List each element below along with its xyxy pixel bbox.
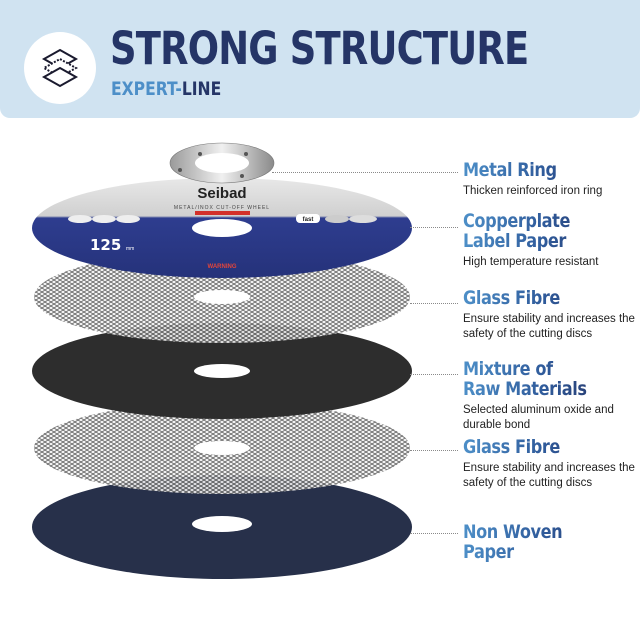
disc-badge: fast: [303, 217, 314, 223]
layer-label-metal-ring: Metal Ring Thicken reinforced iron ring: [463, 160, 638, 199]
subtitle-part2: LINE: [181, 78, 222, 100]
layer-title-line2: Label Paper: [463, 231, 612, 251]
layer-description: Ensure stability and increases the safet…: [463, 462, 635, 489]
layer-label-non-woven: Non Woven Paper: [463, 522, 638, 562]
disc-raw-materials: [32, 323, 412, 419]
disc-brand: Seibad: [197, 185, 246, 202]
layer-label-copperplate: Copperplate Label Paper High temperature…: [463, 211, 638, 270]
disc-metal-ring: [169, 142, 275, 184]
leader-line: [410, 303, 458, 304]
header-banner: STRONG STRUCTURE EXPERT-LINE: [0, 0, 640, 118]
leader-line: [410, 227, 458, 228]
disc-warning: WARNING: [208, 264, 237, 270]
layers-icon: [41, 48, 79, 88]
leader-line: [410, 533, 458, 534]
layer-label-glass-fibre-1: Glass Fibre Ensure stability and increas…: [463, 288, 638, 342]
layer-title: Glass Fibre: [463, 288, 612, 308]
leader-line: [410, 374, 458, 375]
disc-copperplate-label: Seibad METAL/INOX CUT-OFF WHEEL 125 mm W…: [32, 178, 412, 278]
layer-title-line2: Paper: [463, 542, 612, 562]
layer-title-line2: Raw Materials: [463, 379, 612, 399]
subtitle-part1: EXPERT-: [111, 78, 182, 100]
layer-title: Metal Ring: [463, 160, 612, 180]
layer-description: Ensure stability and increases the safet…: [463, 313, 635, 340]
disc-type: METAL/INOX CUT-OFF WHEEL: [174, 205, 270, 211]
leader-line: [272, 172, 458, 173]
layer-label-glass-fibre-2: Glass Fibre Ensure stability and increas…: [463, 437, 638, 491]
layer-description: Selected aluminum oxide and durable bond: [463, 404, 614, 431]
leader-line: [410, 450, 458, 451]
layer-description: Thicken reinforced iron ring: [463, 185, 603, 197]
disc-layers-illustration: Seibad METAL/INOX CUT-OFF WHEEL 125 mm W…: [32, 142, 412, 579]
disc-unit: mm: [126, 246, 134, 252]
disc-size: 125: [90, 236, 121, 254]
disc-non-woven-paper: [32, 475, 412, 579]
page-subtitle: EXPERT-LINE: [111, 78, 221, 100]
disc-glass-fibre-1: [34, 251, 410, 343]
disc-glass-fibre-2: [34, 402, 410, 494]
page-title: STRONG STRUCTURE: [110, 22, 529, 75]
layer-title-line1: Non Woven: [463, 522, 612, 542]
layer-label-raw-materials: Mixture of Raw Materials Selected alumin…: [463, 359, 638, 433]
layer-title-line1: Mixture of: [463, 359, 612, 379]
layer-title-line1: Copperplate: [463, 211, 612, 231]
layers-icon-badge: [24, 32, 96, 104]
layer-title: Glass Fibre: [463, 437, 612, 457]
layer-description: High temperature resistant: [463, 256, 599, 268]
